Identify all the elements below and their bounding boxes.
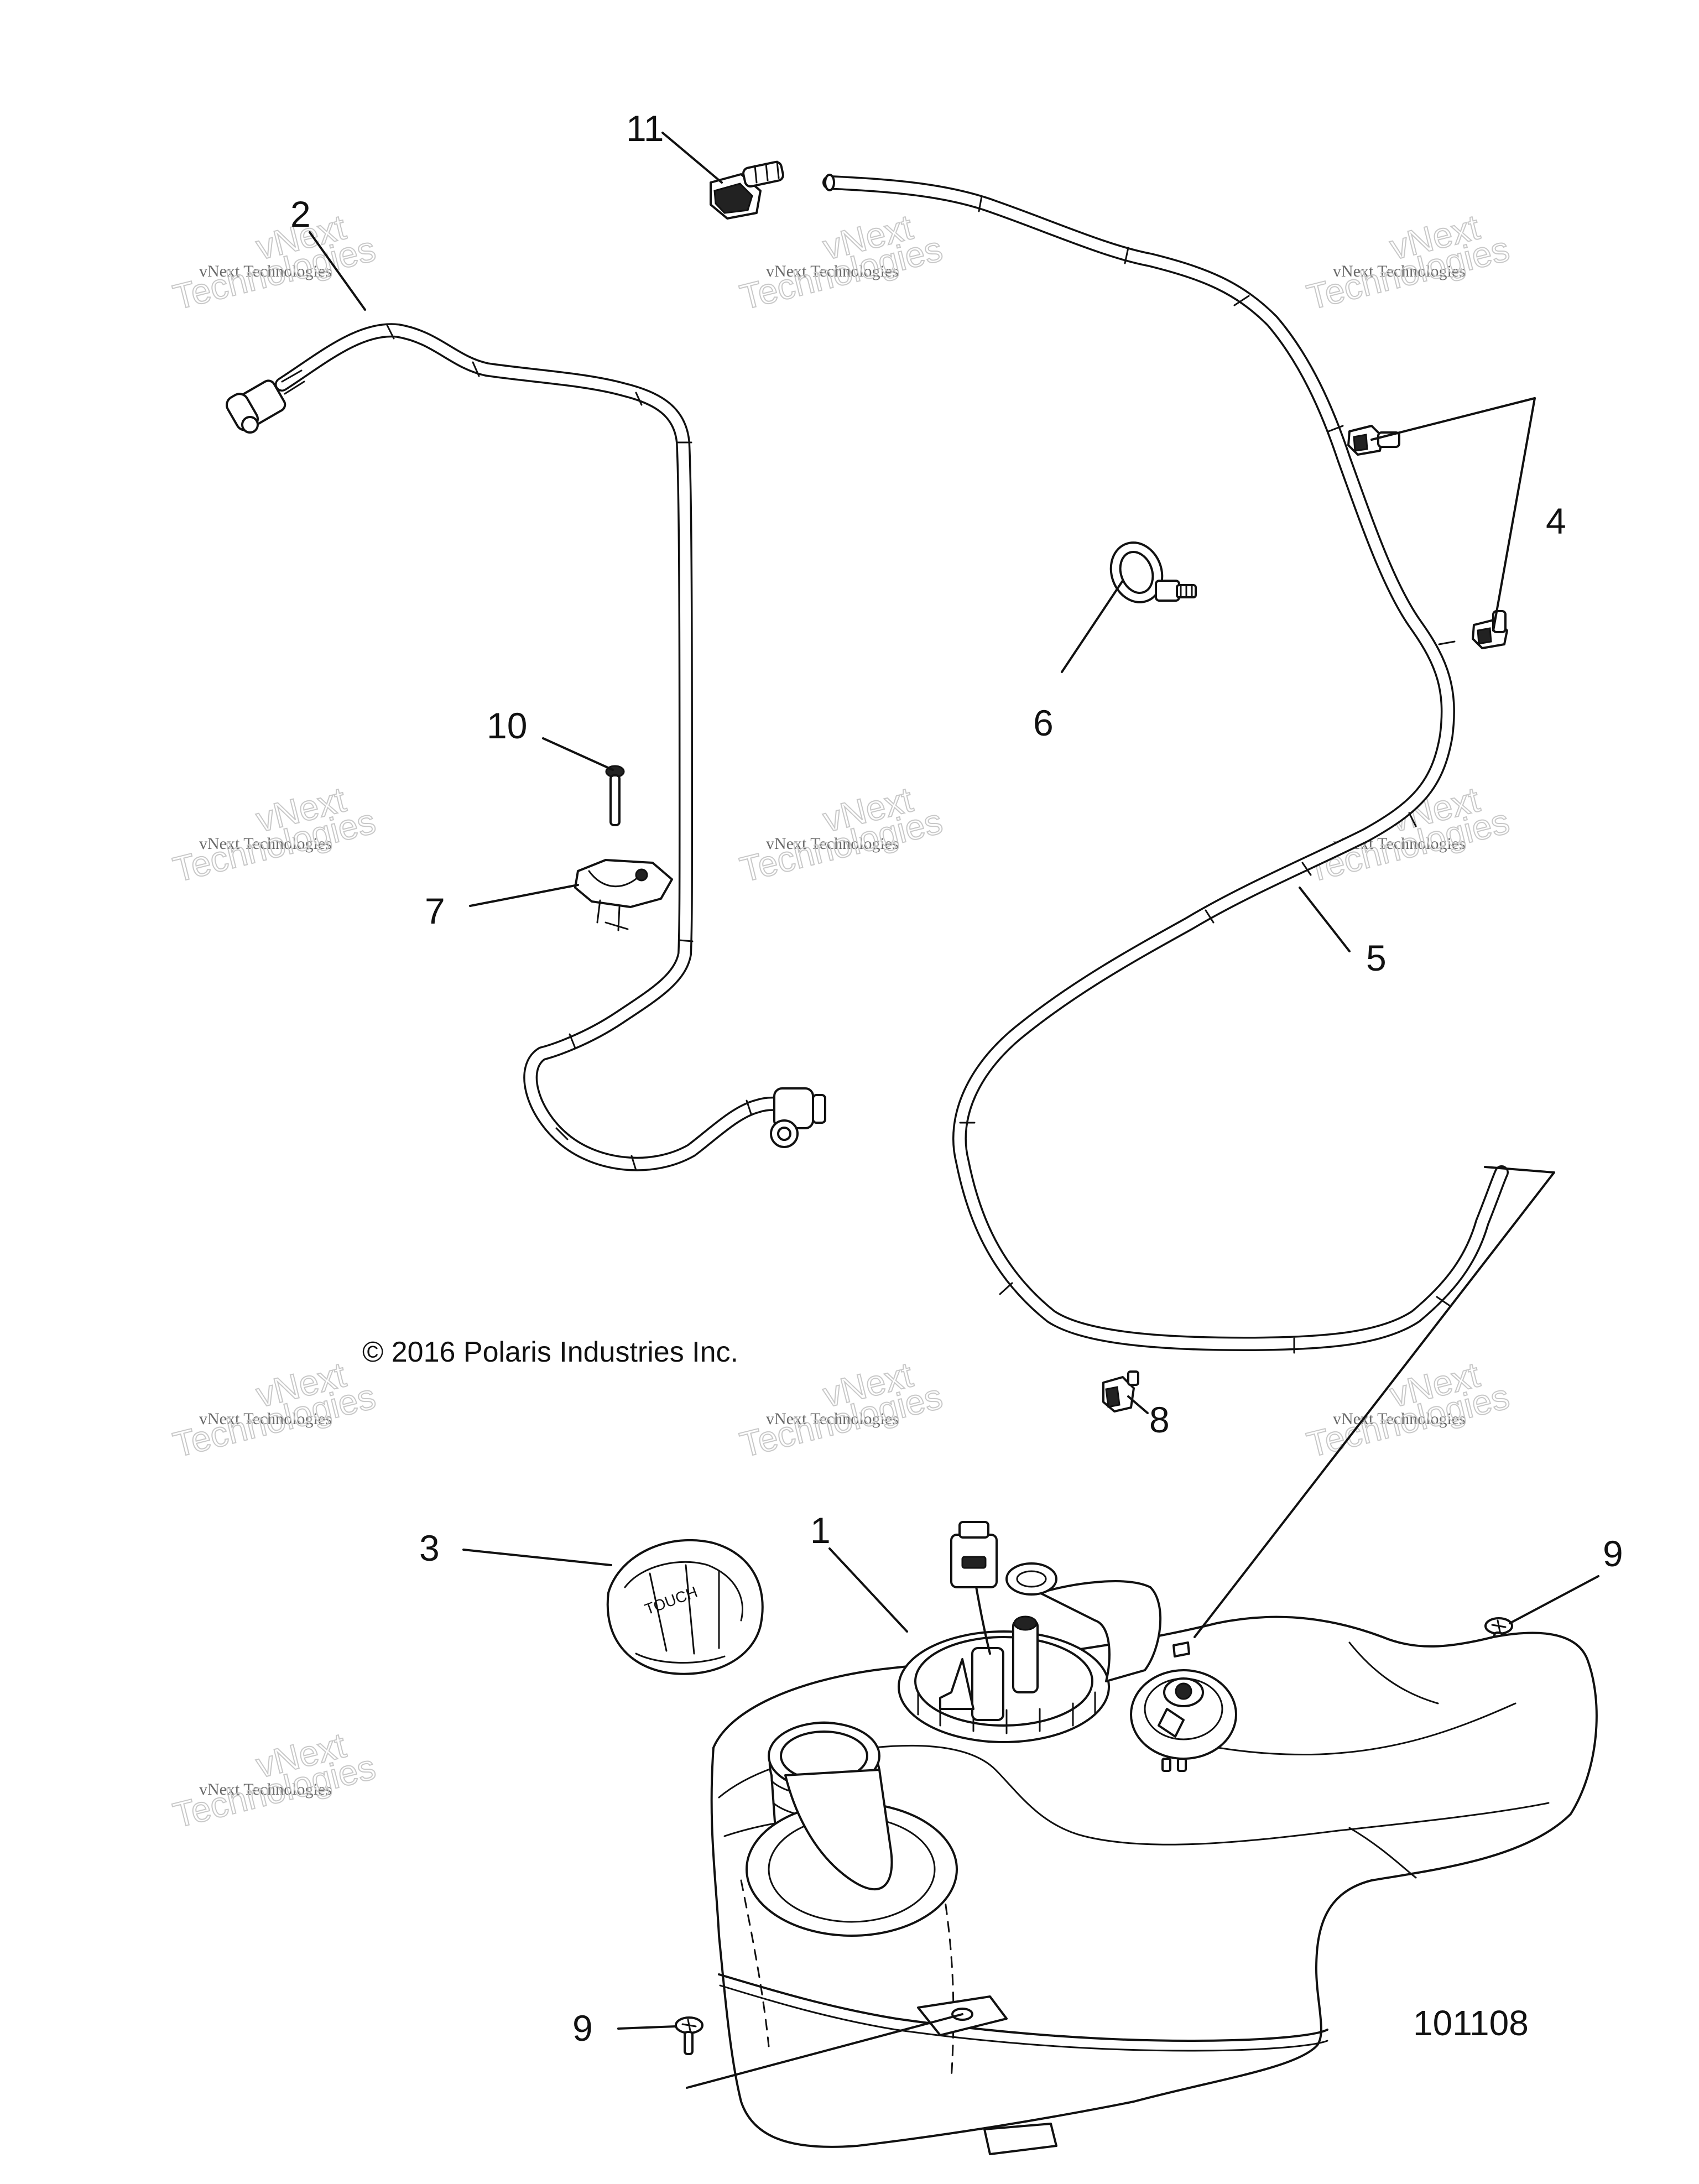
figure-number: 101108 [1413,2003,1529,2043]
watermark-caption: vNext Technologies [199,1780,332,1799]
watermark-caption: vNext Technologies [199,835,332,853]
callout-5: 5 [1366,937,1387,978]
watermark-caption: vNext Technologies [766,1410,899,1428]
fuel-tank-part-1 [710,1521,1598,2155]
copyright-notice: © 2016 Polaris Industries Inc. [362,1336,738,1368]
hose-holder-part-7 [574,859,673,931]
callout-3: 3 [419,1528,440,1568]
clip-part-8 [1102,1370,1139,1412]
callout-8: 8 [1149,1399,1170,1440]
leader-lines [309,132,1599,2089]
hose-clamp-part-6 [1109,541,1197,603]
watermark-caption: vNext Technologies [766,262,899,280]
callout-10: 10 [487,705,527,746]
push-clip-part-4-upper [1347,425,1400,456]
callout-7: 7 [425,890,445,931]
watermark-caption: vNext Technologies [1333,262,1466,280]
callout-11: 11 [626,108,664,149]
watermark-caption: vNext Technologies [199,1410,332,1428]
callout-2: 2 [290,194,311,234]
elbow-fitting-part-11 [710,160,784,220]
callout-1: 1 [810,1510,831,1551]
watermark-caption: vNext Technologies [1333,1410,1466,1428]
fuel-cap-part-3: TOUCH [606,1539,764,1675]
push-clip-part-4-lower [1472,610,1508,649]
vent-line-part-5 [822,174,1509,1354]
callout-4: 4 [1546,501,1566,541]
watermark-caption: vNext Technologies [199,262,332,280]
screw-part-9-left [675,2016,703,2055]
callout-labels: 1 2 3 4 5 6 7 8 9 9 10 11 [290,108,1623,2049]
callout-9-left: 9 [572,2008,593,2049]
callout-6: 6 [1033,702,1054,743]
pin-part-10 [605,765,625,826]
fuel-hose-part-2 [226,323,826,1171]
watermark-caption: vNext Technologies [766,835,899,853]
callout-9-right: 9 [1603,1533,1623,1574]
